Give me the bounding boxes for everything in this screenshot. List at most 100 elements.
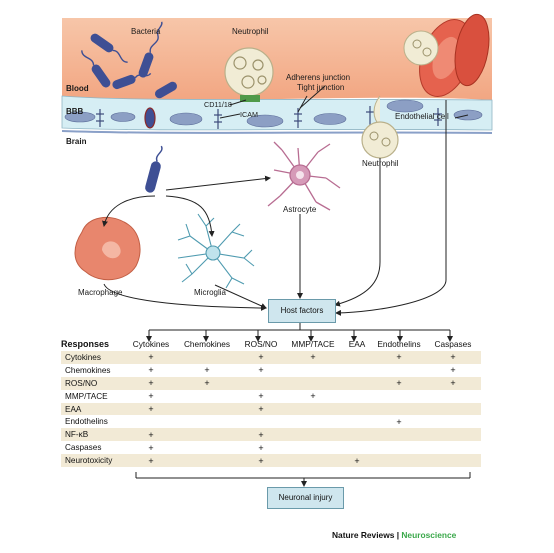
row-label: MMP/TACE bbox=[65, 391, 108, 401]
table-cell: + bbox=[125, 402, 177, 416]
table-cell: + bbox=[125, 454, 177, 468]
column-header: Cytokines bbox=[132, 339, 170, 349]
table-cell bbox=[373, 428, 425, 442]
table-cell bbox=[285, 376, 341, 390]
table-header-row: Responses Cytokines Chemokines ROS/NO MM… bbox=[61, 337, 481, 351]
label-macrophage: Macrophage bbox=[78, 288, 123, 297]
table-cell: + bbox=[204, 365, 210, 376]
table-cell bbox=[425, 441, 481, 454]
blood-neutrophil bbox=[224, 47, 274, 102]
table-cell bbox=[285, 364, 341, 377]
label-adherens-junction: Adherens junction bbox=[286, 73, 351, 82]
endothelial-nuclei bbox=[64, 99, 483, 128]
table-cell: + bbox=[310, 391, 316, 402]
table-row: Cytokines + + + + + bbox=[61, 351, 481, 364]
table-cell bbox=[177, 415, 237, 428]
row-label: Caspases bbox=[65, 443, 102, 453]
table-cell bbox=[373, 402, 425, 416]
table-cell bbox=[425, 402, 481, 416]
table-cell bbox=[285, 415, 341, 428]
endothelium-band bbox=[61, 95, 493, 131]
column-header: ROS/NO bbox=[244, 339, 278, 349]
table-cell bbox=[373, 441, 425, 454]
table-cell bbox=[237, 376, 285, 390]
table-cell bbox=[177, 390, 237, 403]
row-label: Cytokines bbox=[61, 351, 125, 364]
table-cell bbox=[341, 441, 373, 454]
row-label: Chemokines bbox=[65, 365, 111, 375]
table-cell bbox=[341, 402, 373, 416]
responses-table-wrap: Responses Cytokines Chemokines ROS/NO MM… bbox=[61, 337, 481, 468]
table-cell: + bbox=[237, 454, 285, 468]
table-cell bbox=[177, 351, 237, 364]
table-corner: Responses bbox=[61, 339, 110, 349]
table-cell: + bbox=[285, 351, 341, 364]
label-neutrophil-blood: Neutrophil bbox=[232, 27, 269, 36]
crossing-bacterium bbox=[144, 107, 156, 129]
column-header: Chemokines bbox=[183, 339, 231, 349]
label-astrocyte: Astrocyte bbox=[283, 205, 317, 214]
host-factors-box: Host factors bbox=[268, 299, 336, 323]
label-neutrophil-brain: Neutrophil bbox=[362, 159, 399, 168]
table-row: Endothelins + bbox=[61, 415, 481, 428]
label-brain: Brain bbox=[66, 137, 87, 146]
blood-region bbox=[62, 18, 492, 101]
table-cell: + bbox=[341, 454, 373, 468]
credit-journal: Nature Reviews bbox=[332, 530, 395, 540]
table-cell: + bbox=[373, 351, 425, 364]
table-cell bbox=[425, 390, 481, 403]
table-cell bbox=[341, 415, 373, 428]
table-row: NF-κB + + bbox=[61, 428, 481, 442]
table-cell bbox=[285, 428, 341, 442]
table-row: EAA + + bbox=[61, 402, 481, 416]
table-cell: + bbox=[125, 351, 177, 364]
column-header: EAA bbox=[348, 339, 366, 349]
table-cell bbox=[373, 364, 425, 377]
table-cell: + bbox=[373, 376, 425, 390]
label-bbb: BBB bbox=[66, 107, 84, 116]
table-cell: + bbox=[450, 365, 456, 376]
table-cell bbox=[285, 441, 341, 454]
label-microglia: Microglia bbox=[194, 288, 227, 297]
neuronal-injury-box: Neuronal injury bbox=[267, 487, 344, 509]
column-header: Caspases bbox=[434, 339, 472, 349]
macrophage-cell bbox=[74, 216, 141, 281]
table-cell bbox=[425, 415, 481, 428]
table-cell bbox=[341, 376, 373, 390]
table-cell bbox=[177, 402, 237, 416]
journal-credit: Nature Reviews | Neuroscience bbox=[332, 530, 456, 540]
brain-neutrophil bbox=[361, 95, 399, 159]
column-header: Endothelins bbox=[377, 339, 421, 349]
table-cell: + bbox=[237, 402, 285, 416]
table-cell bbox=[285, 402, 341, 416]
table-cell bbox=[285, 454, 341, 468]
table-cell bbox=[373, 454, 425, 468]
table-row: Caspases + + bbox=[61, 441, 481, 454]
table-cell: + bbox=[258, 365, 264, 376]
label-cd11-18: CD11/18 bbox=[204, 100, 232, 109]
row-label: ROS/NO bbox=[61, 376, 125, 390]
label-tight-junction: Tight junction bbox=[297, 83, 345, 92]
table-cell: + bbox=[425, 351, 481, 364]
table-cell bbox=[341, 351, 373, 364]
credit-separator: | bbox=[394, 530, 402, 540]
table-cell: + bbox=[148, 365, 154, 376]
table-cell bbox=[177, 454, 237, 468]
table-cell bbox=[237, 415, 285, 428]
table-cell bbox=[341, 428, 373, 442]
row-label: Neurotoxicity bbox=[61, 454, 125, 468]
row-label: Endothelins bbox=[65, 417, 108, 427]
table-row: ROS/NO + + + + bbox=[61, 376, 481, 390]
table-cell: + bbox=[396, 416, 402, 427]
table-cell bbox=[425, 428, 481, 442]
table-cell: + bbox=[237, 428, 285, 442]
junctions bbox=[96, 106, 442, 129]
credit-section: Neuroscience bbox=[401, 530, 457, 540]
table-cell bbox=[177, 441, 237, 454]
table-cell: + bbox=[148, 442, 154, 453]
table-row: Neurotoxicity + + + bbox=[61, 454, 481, 468]
table-cell bbox=[341, 390, 373, 403]
table-cell: + bbox=[237, 351, 285, 364]
